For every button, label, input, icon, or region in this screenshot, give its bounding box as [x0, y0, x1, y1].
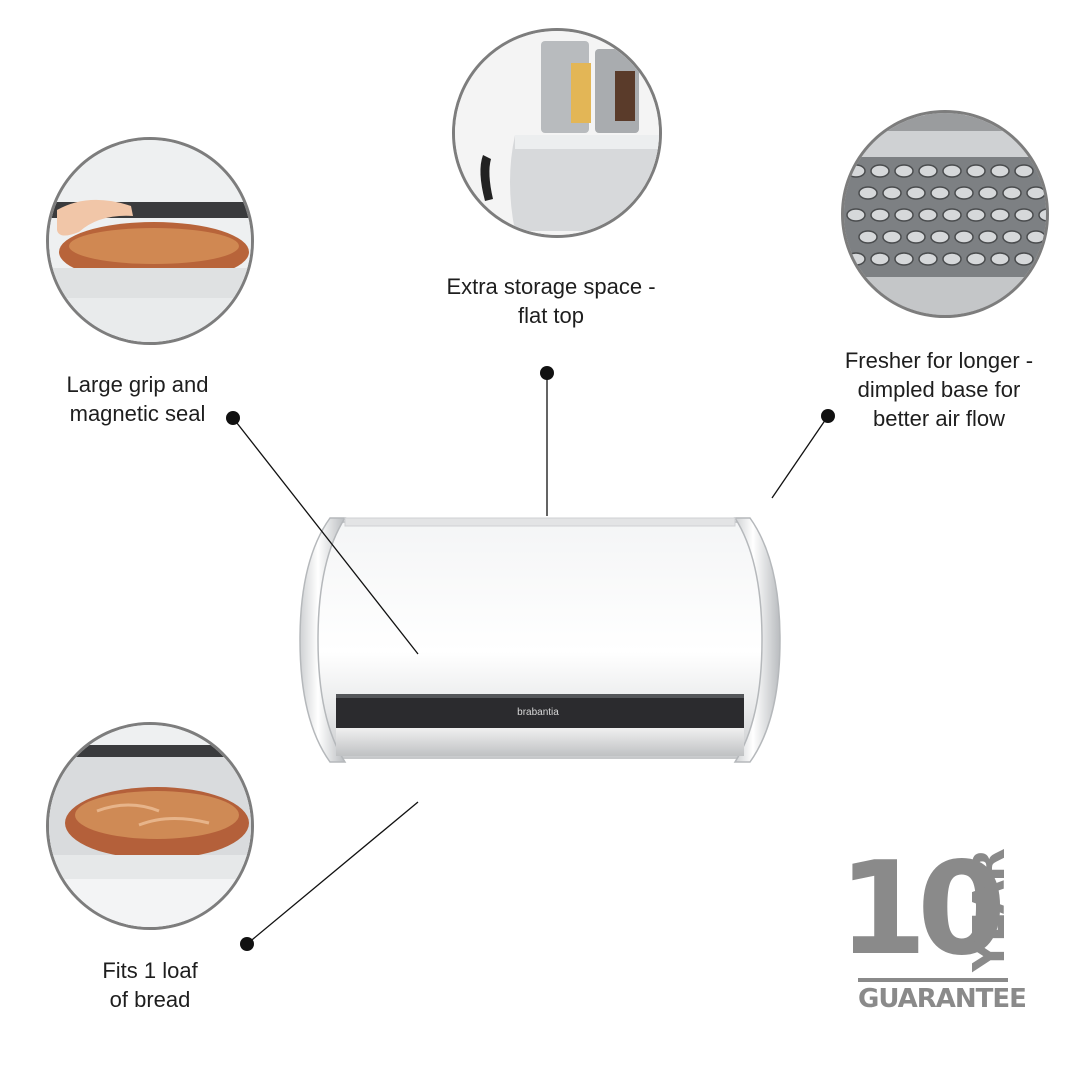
- dimple: [990, 208, 1010, 222]
- dimple: [870, 164, 890, 178]
- dimple: [918, 252, 938, 266]
- connector-dot-fresh: [821, 409, 835, 423]
- dimple: [942, 208, 962, 222]
- dimple: [894, 164, 914, 178]
- dimple: [966, 164, 986, 178]
- connector-line-grip: [232, 417, 419, 655]
- dimple: [1002, 186, 1022, 200]
- dimple: [1002, 230, 1022, 244]
- bread-bin-handle: [336, 694, 744, 728]
- feature-image-loaf: [46, 722, 254, 930]
- dimple: [1014, 164, 1034, 178]
- dimple: [846, 208, 866, 222]
- caption-grip: Large grip and magnetic seal: [66, 372, 209, 426]
- dimple: [906, 230, 926, 244]
- dimple: [942, 164, 962, 178]
- dimple: [858, 186, 878, 200]
- feature-image-grip: [46, 137, 254, 345]
- brand-logo: brabantia: [517, 707, 559, 718]
- dimple: [1014, 252, 1034, 266]
- dimple: [894, 252, 914, 266]
- dimple: [1038, 208, 1046, 222]
- dimple: [882, 230, 902, 244]
- dimple: [978, 186, 998, 200]
- dimple: [954, 186, 974, 200]
- bread-bin-product: brabantia: [299, 517, 781, 763]
- feature-image-dimpled-base: [841, 110, 1049, 318]
- dimple: [870, 208, 890, 222]
- dimple: [918, 164, 938, 178]
- dimple: [918, 208, 938, 222]
- caption-fresh: Fresher for longer - dimpled base for be…: [844, 348, 1034, 431]
- badge-divider: [858, 978, 1008, 982]
- dimple: [990, 164, 1010, 178]
- dimple: [1014, 208, 1034, 222]
- dimple: [930, 230, 950, 244]
- connector-line-loaf: [246, 801, 419, 945]
- dimple: [966, 252, 986, 266]
- dimple: [906, 186, 926, 200]
- dimple: [966, 208, 986, 222]
- dimple: [870, 252, 890, 266]
- dimple: [882, 186, 902, 200]
- dimple: [942, 252, 962, 266]
- badge-year: YEAR: [964, 850, 1015, 972]
- dimple: [858, 230, 878, 244]
- dimple: [978, 230, 998, 244]
- connector-dot-grip: [226, 411, 240, 425]
- connector-dot-storage: [540, 366, 554, 380]
- connector-dot-loaf: [240, 937, 254, 951]
- caption-loaf: Fits 1 loaf of bread: [102, 958, 198, 1012]
- connector-line-fresh: [771, 415, 829, 499]
- badge-guarantee-text: GUARANTEE: [858, 984, 1027, 1014]
- dimple: [930, 186, 950, 200]
- caption-storage: Extra storage space - flat top: [446, 274, 656, 328]
- badge-number: 10: [838, 835, 1006, 984]
- dimple: [954, 230, 974, 244]
- dimple: [1026, 230, 1046, 244]
- feature-image-storage: [452, 28, 662, 238]
- dimple: [990, 252, 1010, 266]
- dimple: [1026, 186, 1046, 200]
- dimple: [894, 208, 914, 222]
